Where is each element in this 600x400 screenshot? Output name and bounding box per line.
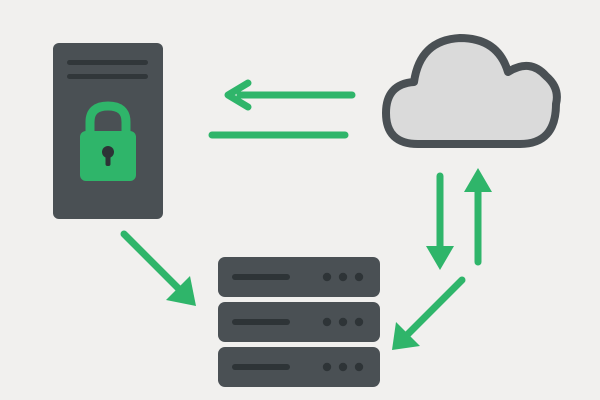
cloud-to-device-arrow (224, 79, 356, 111)
padlock-icon (80, 101, 136, 181)
server-led (338, 362, 348, 372)
server-unit-body (218, 347, 380, 387)
server-led (354, 272, 364, 282)
arrow-head (166, 276, 196, 306)
padlock-keyhole-slot (105, 153, 111, 166)
cloud-icon (382, 34, 561, 148)
server-led (322, 317, 332, 327)
padlock-keyhole (102, 146, 114, 158)
server-unit-body (218, 257, 380, 297)
arrow-shaft (401, 276, 466, 341)
server-led (338, 317, 348, 327)
server-unit-slot (232, 319, 290, 325)
cloud-to-server-vertical-arrow (426, 172, 454, 270)
device-to-server-arrow (120, 230, 196, 306)
arrow-head (426, 246, 454, 270)
device-text-line-1 (67, 60, 148, 65)
cloud-to-server-diagonal-arrow (392, 276, 466, 350)
cloud-shape (382, 34, 561, 148)
server-led (354, 362, 364, 372)
server-unit-1 (218, 257, 380, 297)
server-led (354, 317, 364, 327)
server-led (338, 272, 348, 282)
server-unit-3 (218, 347, 380, 387)
server-unit-slot (232, 274, 290, 280)
arrow-head (392, 322, 420, 350)
arrow-head (224, 79, 252, 111)
server-to-cloud-vertical-arrow (464, 168, 492, 266)
server-unit-slot (232, 364, 290, 370)
server-stack-icon (218, 257, 380, 387)
padlock-shackle (85, 101, 131, 140)
server-unit-body (218, 302, 380, 342)
server-led (322, 272, 332, 282)
arrow-shaft (120, 230, 186, 296)
arrow-head (464, 168, 492, 192)
locked-device-icon (53, 43, 163, 219)
server-unit-2 (218, 302, 380, 342)
server-led (322, 362, 332, 372)
device-text-line-2 (67, 74, 148, 79)
